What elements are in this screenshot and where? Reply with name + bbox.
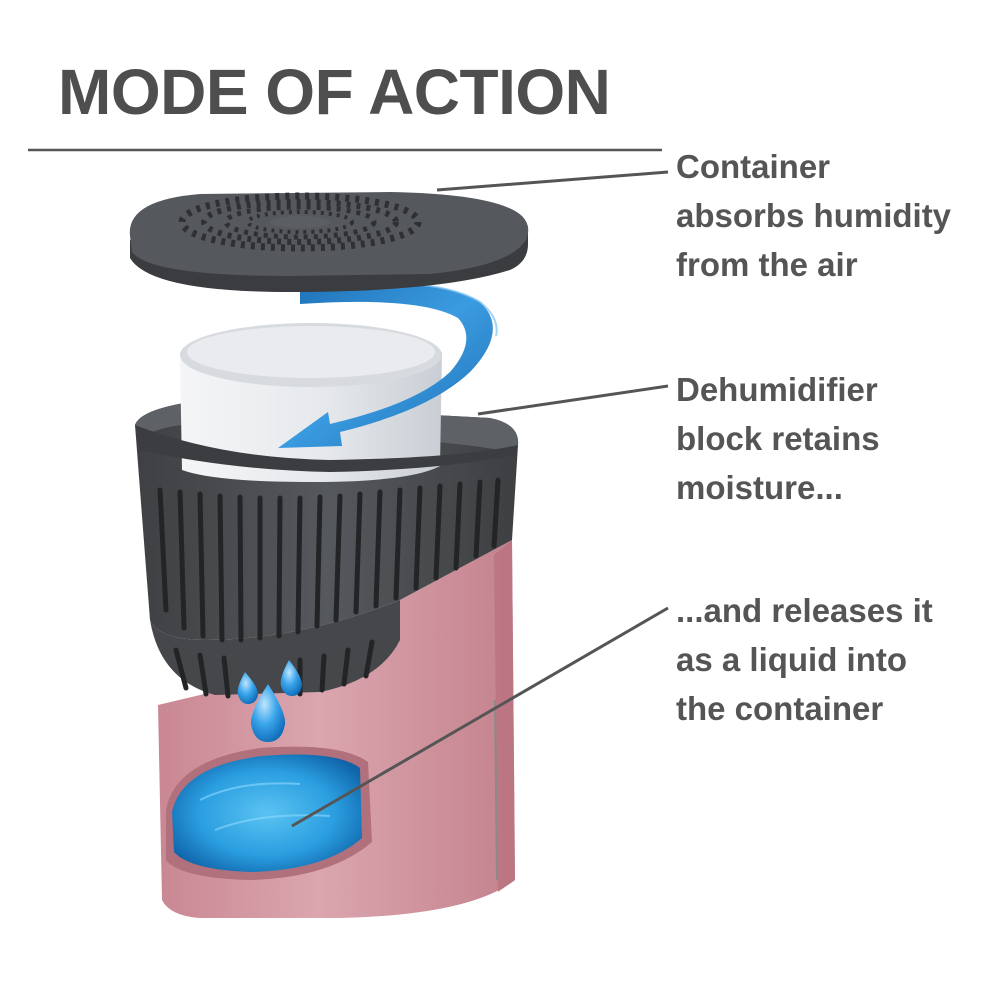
dehumidifier-block xyxy=(180,323,442,482)
basket-slots xyxy=(157,477,501,699)
callout-label-lid: Container absorbs humidity from the air xyxy=(676,148,952,283)
callout-label-block: Dehumidifier block retains moisture... xyxy=(676,371,880,506)
leader-line-block xyxy=(477,384,669,416)
leader-line-reservoir xyxy=(291,606,669,828)
water-reservoir xyxy=(166,746,372,880)
callout-label-reservoir: ...and releases it as a liquid into the … xyxy=(676,592,933,727)
lid xyxy=(129,192,529,292)
basket-rim xyxy=(135,425,518,472)
leader-line-lid xyxy=(436,170,669,192)
water-drops xyxy=(237,660,303,742)
lid-vent-holes xyxy=(178,192,422,252)
page-title: MODE OF ACTION xyxy=(58,56,611,128)
